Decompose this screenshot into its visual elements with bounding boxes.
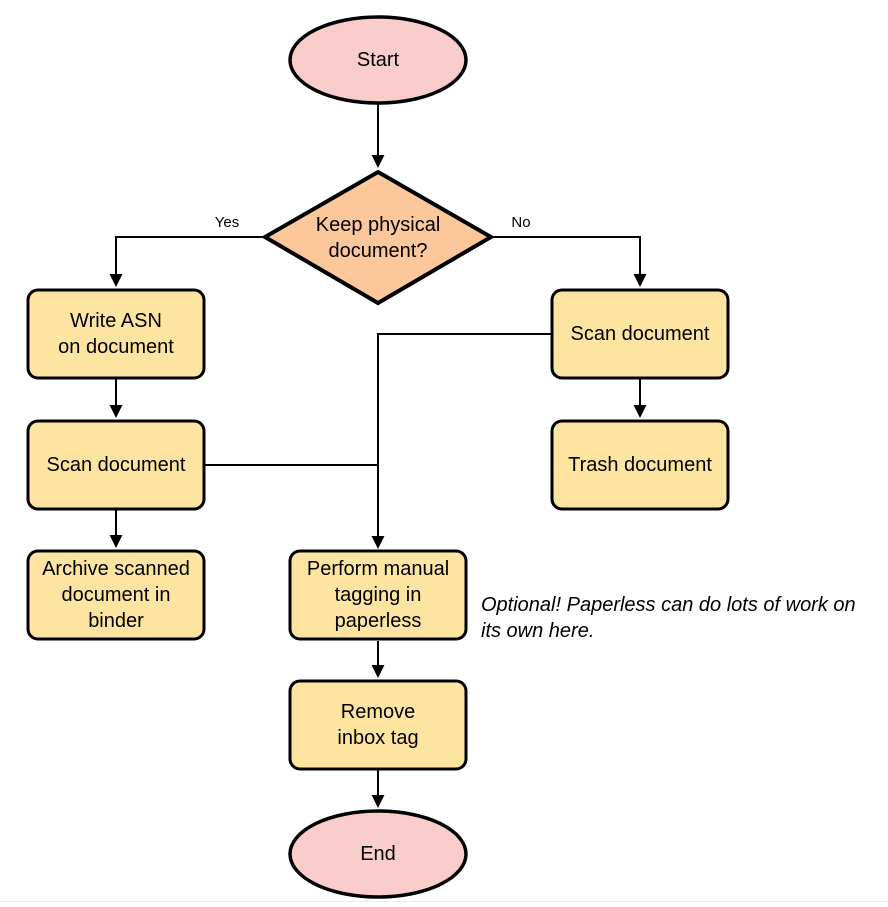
remove-inbox-shape bbox=[288, 679, 468, 771]
tagging-shape bbox=[288, 549, 468, 641]
scan-left-shape bbox=[26, 419, 206, 511]
trash-shape bbox=[550, 419, 730, 511]
decision-diamond-shape bbox=[261, 169, 495, 306]
edge-decision-no bbox=[493, 236, 647, 287]
scan-right-shape bbox=[550, 288, 730, 380]
archive-shape bbox=[26, 549, 206, 641]
edge-merge-to-tagging bbox=[371, 333, 551, 549]
start-terminator-shape bbox=[288, 15, 468, 105]
end-terminator-shape bbox=[288, 809, 468, 899]
bottom-divider bbox=[0, 901, 888, 902]
write-asn-shape bbox=[26, 288, 206, 380]
edge-decision-yes bbox=[109, 236, 263, 287]
